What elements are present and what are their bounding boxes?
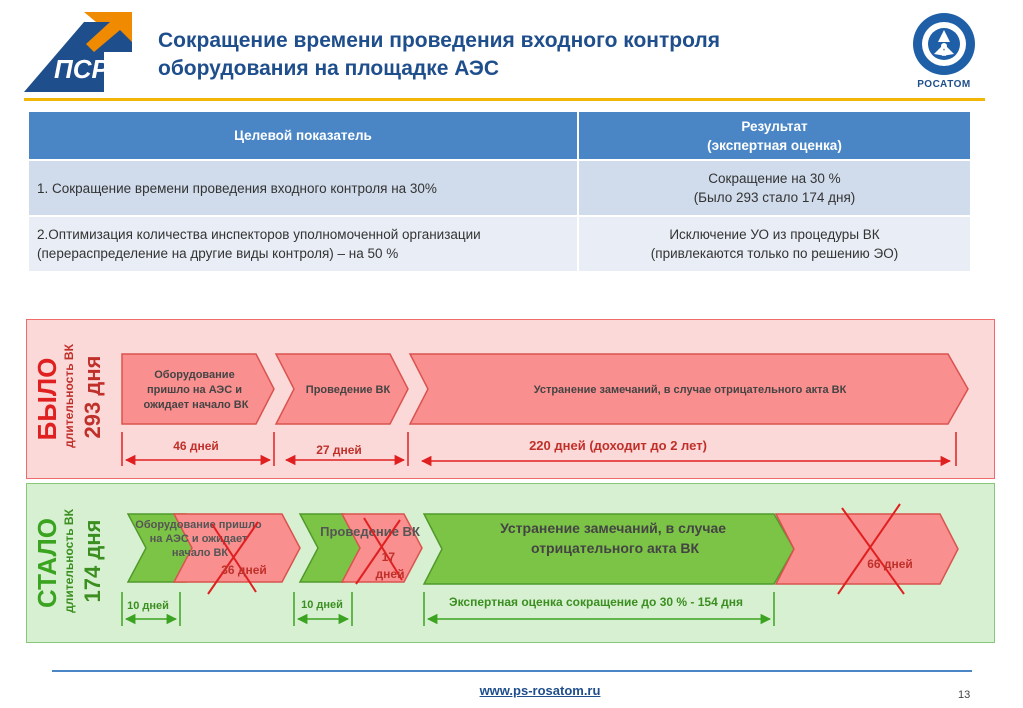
before-duration1-label: 46 дней	[173, 439, 219, 453]
footer-link[interactable]: www.ps-rosatom.ru	[479, 683, 601, 698]
before-step1-text: Оборудование пришло на АЭС и ожидает нач…	[144, 369, 249, 411]
before-step1-chevron	[121, 353, 275, 425]
cell-line: (привлекаются только по решению ЭО)	[650, 246, 899, 261]
page-title-line2: оборудования на площадке АЭС	[158, 57, 500, 80]
table-header-row: Целевой показатель Результат (экспертная…	[29, 112, 972, 160]
after-duration3-label: Экспертная оценка сокращение до 30 % - 1…	[449, 595, 743, 609]
table-row: 1. Сокращение времени проведения входног…	[29, 159, 972, 216]
before-step2-text: Проведение ВК	[306, 384, 391, 396]
header-result-line2: (экспертная оценка)	[707, 137, 842, 153]
after-step2-crossed-label: 17 дней	[376, 550, 405, 581]
svg-text:ПСР: ПСР	[54, 54, 109, 84]
before-step3-chevron	[408, 353, 969, 425]
after-duration2-label: 10 дней	[301, 599, 343, 611]
after-duration1-label: 10 дней	[127, 600, 169, 612]
psr-logo: ПСР	[24, 12, 132, 92]
footer-divider	[52, 670, 972, 672]
header-result-line1: Результат	[741, 118, 808, 134]
table-cell-target: 2.Оптимизация количества инспекторов упо…	[29, 215, 579, 271]
cell-line: 1. Сокращение времени проведения входног…	[37, 180, 437, 196]
table-cell-result: Исключение УО из процедуры ВК (привлекаю…	[578, 215, 972, 271]
after-step3-text: Устранение замечаний, в случае отрицател…	[500, 520, 730, 556]
after-step2-cross	[355, 519, 401, 585]
kpi-table: Целевой показатель Результат (экспертная…	[29, 112, 972, 271]
cell-line: 2.Оптимизация количества инспекторов упо…	[37, 227, 481, 242]
after-step4-chevron	[774, 513, 959, 585]
cell-line: (перераспределение на другие виды контро…	[37, 246, 399, 261]
after-step1-red	[172, 513, 301, 583]
table-row: 2.Оптимизация количества инспекторов упо…	[29, 215, 972, 271]
rosatom-label: РОСАТОМ	[917, 79, 971, 90]
page-title: Сокращение времени проведения входного к…	[158, 27, 858, 83]
header-result: Результат (экспертная оценка)	[578, 112, 972, 160]
table-cell-result: Сокращение на 30 % (Было 293 стало 174 д…	[578, 159, 972, 216]
header-divider	[24, 98, 985, 101]
cell-line: Исключение УО из процедуры ВК	[669, 227, 880, 242]
table-cell-target: 1. Сокращение времени проведения входног…	[29, 159, 579, 216]
after-step1-crossed-label: 36 дней	[221, 563, 267, 577]
after-step4-crossed-label: 66 дней	[867, 557, 913, 571]
cell-line: (Было 293 стало 174 дня)	[693, 190, 856, 205]
before-duration3-label: 220 дней (доходит до 2 лет)	[529, 438, 707, 453]
page-title-line1: Сокращение времени проведения входного к…	[158, 29, 720, 52]
before-step2-chevron	[274, 353, 409, 425]
cell-line: Сокращение на 30 %	[708, 171, 841, 186]
before-step3-text: Устранение замечаний, в случае отрицател…	[534, 384, 847, 396]
before-duration2-label: 27 дней	[316, 443, 362, 457]
header-target: Целевой показатель	[29, 112, 579, 160]
after-step3-chevron	[422, 513, 795, 585]
page-number: 13	[958, 689, 971, 701]
after-step1-text: Оборудование пришло на АЭС и ожидает нач…	[135, 519, 264, 559]
rosatom-logo	[912, 12, 976, 76]
after-step4-cross	[837, 503, 901, 595]
